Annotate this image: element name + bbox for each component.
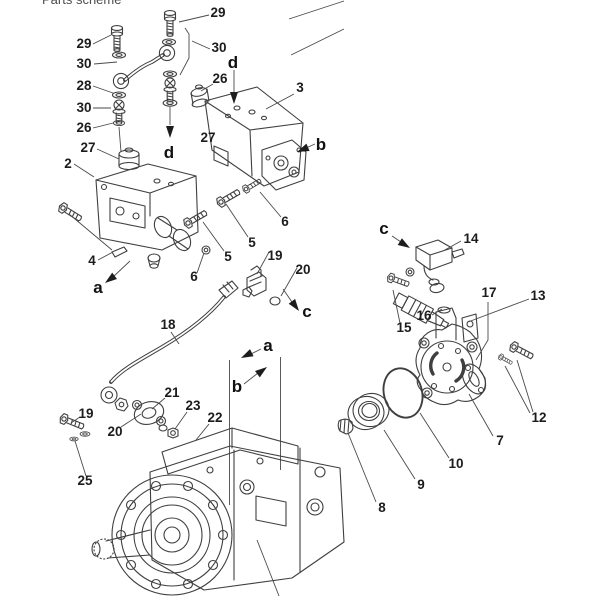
main-pump-assembly [91, 357, 345, 597]
callout-a-left: a [93, 278, 103, 297]
callout-4: 4 [88, 253, 96, 268]
callout-27-left: 27 [80, 140, 95, 155]
callout-14: 14 [463, 231, 479, 246]
fitting-14-group [385, 239, 465, 294]
bolts-12 [497, 340, 536, 367]
callout-6-left: 6 [190, 269, 198, 284]
callout-26-left: 26 [76, 120, 92, 135]
callout-2: 2 [64, 156, 72, 171]
arrow-c-mid [288, 298, 299, 311]
banjo-pipe-left-stack [110, 25, 127, 153]
callout-29-top-right: 29 [210, 5, 225, 20]
callout-c-mid: c [302, 302, 311, 321]
arrow-b-mid [255, 367, 267, 378]
callout-30-right: 30 [211, 40, 226, 55]
callout-3: 3 [296, 80, 304, 95]
arrow-c-right [397, 238, 410, 248]
callout-21: 21 [164, 385, 180, 400]
callout-20-mid: 20 [295, 262, 310, 277]
valve-assembly-2 [56, 147, 199, 269]
callout-30-lower-left: 30 [76, 100, 91, 115]
arrow-a-left [105, 272, 117, 283]
callout-8: 8 [378, 500, 386, 515]
arrow-d-left [166, 126, 174, 138]
callout-16: 16 [416, 308, 432, 323]
callout-26-right: 26 [212, 71, 228, 86]
plug-8 [337, 418, 354, 435]
housing-7 [415, 306, 487, 406]
arrow-b-right [297, 143, 310, 152]
arrow-d-right [230, 92, 238, 104]
callout-d-right: d [228, 53, 238, 72]
valve-block-3 [190, 84, 307, 191]
callout-12: 12 [531, 410, 546, 425]
callout-17: 17 [481, 285, 496, 300]
callout-22: 22 [207, 410, 222, 425]
page-title: Parts scheme [42, 0, 121, 7]
callout-b-mid: b [232, 377, 242, 396]
mounting-bolts [181, 176, 263, 255]
callout-a-mid: a [263, 336, 273, 355]
callout-9: 9 [417, 477, 425, 492]
callout-19-mid: 19 [267, 248, 282, 263]
banjo-pipe-right-stack [161, 0, 345, 107]
hose-18 [100, 280, 239, 412]
elbow-fitting-19 [242, 265, 281, 306]
callout-27-right: 27 [200, 130, 215, 145]
seal-ring-9 [347, 392, 390, 431]
bottom-left-fittings [57, 399, 179, 442]
callout-10: 10 [448, 456, 463, 471]
leader-lines [70, 14, 534, 503]
callout-c-right: c [379, 219, 388, 238]
callout-6-mid: 6 [281, 214, 289, 229]
callout-29-top-left: 29 [76, 36, 91, 51]
callout-b-right: b [316, 135, 326, 154]
callout-23: 23 [185, 398, 201, 413]
callout-28-left: 28 [76, 78, 92, 93]
callout-18: 18 [160, 317, 176, 332]
callout-5-left: 5 [224, 249, 232, 264]
view-direction-arrows [105, 70, 410, 385]
callout-30-upper-left: 30 [76, 56, 91, 71]
callout-15: 15 [396, 320, 412, 335]
callout-20-bottom: 20 [107, 424, 122, 439]
callout-25: 25 [77, 473, 93, 488]
callout-7: 7 [496, 433, 504, 448]
callout-d-left: d [164, 143, 174, 162]
arrow-a-mid [241, 349, 254, 358]
callout-5-right: 5 [248, 235, 256, 250]
callout-13: 13 [530, 288, 546, 303]
callout-19-bottom: 19 [78, 406, 93, 421]
shaft-spline [93, 538, 115, 560]
flange-bolt-holes [115, 480, 229, 590]
banjo-pipe [112, 44, 176, 90]
